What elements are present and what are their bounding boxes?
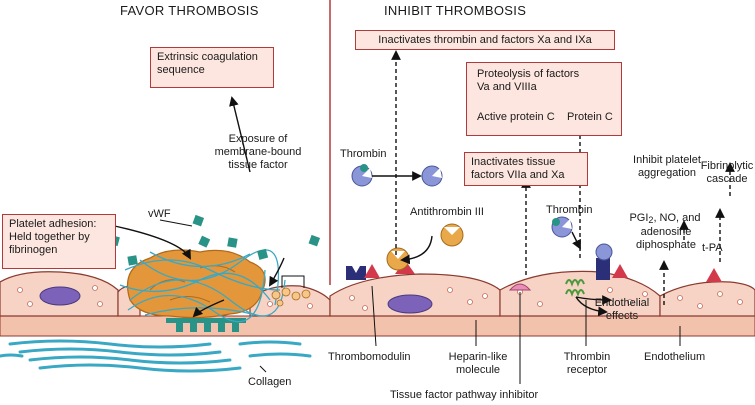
nuclei [39, 286, 433, 314]
collagen-label: Collagen [248, 376, 292, 388]
endothelial-effects-label: Endothelial effects [594, 297, 650, 322]
thrombomodulin-label: Thrombomodulin [328, 351, 411, 363]
antithrombin-label: Antithrombin III [410, 206, 484, 218]
vwf-label: vWF [148, 208, 171, 220]
favor-thrombosis-header: FAVOR THROMBOSIS [120, 3, 259, 18]
nucleus [39, 286, 81, 306]
platelet-adhesion-box: Platelet adhesion: Held together by fibr… [2, 214, 116, 269]
tfpi-label: Tissue factor pathway inhibitor [390, 389, 539, 401]
tissue-factor-bracket [281, 275, 305, 288]
tpa-triangle [706, 268, 722, 282]
nucleus [387, 294, 433, 314]
collagen-fibers [0, 339, 312, 373]
adenosine-label: adenosine diphosphate [636, 226, 696, 251]
small-platelets [271, 287, 311, 307]
inhibit-platelet-label: Inhibit platelet aggregation [633, 154, 701, 179]
exposure-label: Exposure of membrane-bound tissue factor [214, 133, 302, 171]
protein-c-text: Protein C [567, 111, 613, 123]
thrombin-left-label: Thrombin [340, 148, 387, 160]
protein-c-pathway-box: Proteolysis of factors Va and VIIIa Acti… [466, 62, 622, 136]
endothelium-label: Endothelium [644, 351, 706, 363]
thrombin-receptor-label: Thrombin receptor [563, 351, 611, 376]
endothelial-cell [659, 281, 755, 317]
extrinsic-coagulation-box: Extrinsic coagulation sequence [150, 47, 274, 88]
antithrombin-complex [386, 223, 464, 274]
heparin-like-label: Heparin-like molecule [448, 351, 508, 376]
inactivates-thrombin-box: Inactivates thrombin and factors Xa and … [355, 30, 615, 50]
active-protein-c-text: Active protein C [477, 111, 555, 123]
pgi2-subscript: 2 [648, 215, 654, 225]
thrombin-receptor-complex [551, 216, 628, 297]
pgi2-prefix: PGI [629, 212, 649, 224]
heparin-like-molecule [508, 283, 532, 291]
inhibit-thrombosis-header: INHIBIT THROMBOSIS [384, 3, 527, 18]
proteolysis-text: Proteolysis of factors Va and VIIIa [477, 68, 580, 93]
pgi2-rest: , NO, and [653, 212, 701, 224]
cytoplasm-granules [17, 285, 743, 311]
fibrinolytic-label: Fibrinolytic cascade [700, 160, 754, 185]
pgi2-label: PGI2, NO, and [622, 212, 708, 227]
dashed-arrows [391, 50, 735, 305]
attachment-pegs [166, 318, 246, 332]
inactivates-tissue-factors-box: Inactivates tissue factors VIIa and Xa [464, 152, 588, 186]
thrombin-molecules [351, 164, 443, 187]
tpa-label: t-PA [702, 242, 723, 254]
thrombin-right-label: Thrombin [546, 204, 593, 216]
thrombomodulin [346, 264, 380, 280]
